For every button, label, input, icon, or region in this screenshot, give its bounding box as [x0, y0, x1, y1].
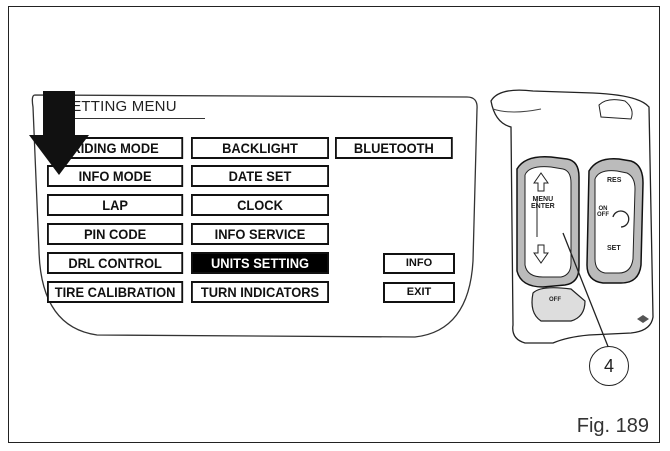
exit-button[interactable]: EXIT [383, 282, 455, 303]
instrument-display: SETTING MENU RIDING MODE BACKLIGHT BLUET… [27, 91, 481, 349]
menu-enter-label: MENU ENTER [531, 196, 555, 211]
backlight-button[interactable]: BACKLIGHT [191, 137, 329, 159]
date-set-button[interactable]: DATE SET [191, 165, 329, 187]
bluetooth-button[interactable]: BLUETOOTH [335, 137, 453, 159]
clock-button[interactable]: CLOCK [191, 194, 329, 216]
lap-button[interactable]: LAP [47, 194, 184, 216]
info-mode-button[interactable]: INFO MODE [47, 165, 184, 187]
tire-calibration-button[interactable]: TIRE CALIBRATION [47, 281, 184, 303]
figure-label: Fig. 189 [576, 415, 649, 437]
turn-indicators-button[interactable]: TURN INDICATORS [191, 281, 329, 303]
on-off-label: ON OFF [597, 206, 609, 219]
off-label: OFF [549, 297, 561, 303]
drl-control-button[interactable]: DRL CONTROL [47, 252, 184, 274]
units-setting-button[interactable]: UNITS SETTING [191, 252, 329, 274]
arrow-down-icon [29, 91, 89, 175]
callout-number: 4 [589, 346, 629, 386]
pin-code-button[interactable]: PIN CODE [47, 223, 184, 245]
res-label: RES [607, 177, 622, 184]
info-service-button[interactable]: INFO SERVICE [191, 223, 329, 245]
figure-frame: SETTING MENU RIDING MODE BACKLIGHT BLUET… [8, 6, 660, 443]
handlebar-switch-illustration [490, 89, 654, 347]
info-button[interactable]: INFO [383, 253, 455, 274]
title-underline [55, 118, 205, 119]
set-label: SET [607, 245, 621, 252]
menu-title: SETTING MENU [61, 98, 177, 115]
display-outline [31, 94, 478, 338]
